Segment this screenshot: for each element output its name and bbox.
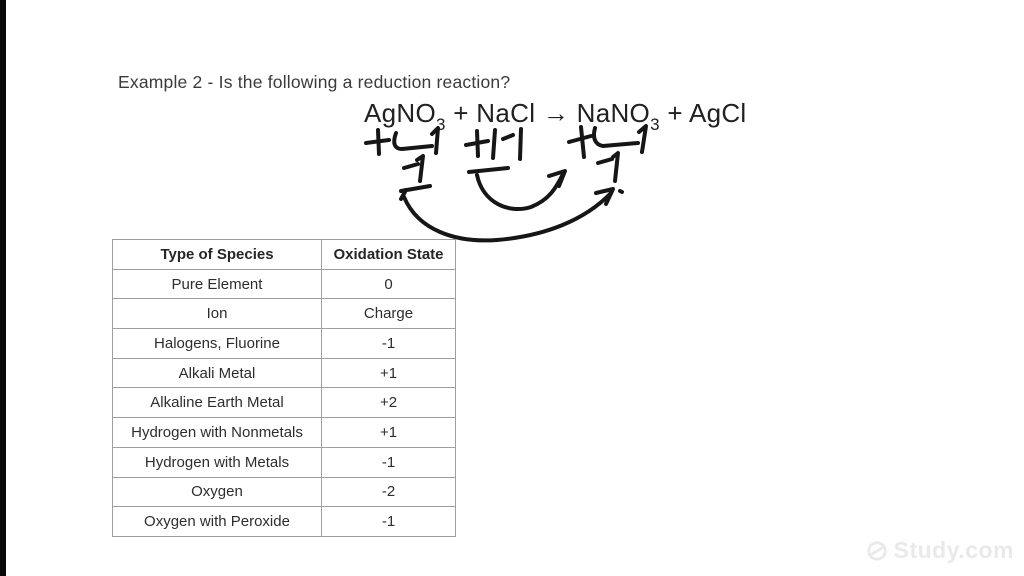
species-cell: Hydrogen with Metals — [112, 446, 322, 478]
equation-subscript-2: 3 — [650, 115, 660, 135]
header-oxidation-state: Oxidation State — [321, 239, 456, 270]
plus-one-nano3 — [567, 134, 593, 144]
state-cell: -1 — [321, 328, 456, 359]
species-cell: Oxygen with Peroxide — [112, 506, 322, 537]
watermark: Study.com — [866, 537, 1014, 564]
species-cell: Oxygen — [112, 476, 322, 508]
arrowhead-medium — [547, 169, 567, 188]
curved-arrow-large — [402, 191, 613, 243]
state-cell: +2 — [321, 387, 456, 419]
table-header-row: Type of Species Oxidation State — [112, 239, 456, 270]
species-cell: Pure Element — [112, 268, 322, 300]
bracket-agno3 — [392, 131, 434, 151]
minus-one-nacl — [501, 133, 515, 141]
state-cell: +1 — [321, 417, 456, 448]
table-row: Hydrogen with Metals -1 — [112, 446, 456, 478]
arrowhead-large — [594, 187, 615, 206]
species-cell: Alkali Metal — [112, 357, 322, 389]
watermark-text: Study.com — [893, 537, 1014, 563]
equation-product-2: + AgCl — [659, 98, 747, 128]
state-cell: -1 — [321, 446, 456, 478]
handwritten-oxidation-annotations — [364, 124, 648, 243]
table-row: Hydrogen with Nonmetals +1 — [112, 417, 456, 448]
state-cell: -2 — [321, 476, 456, 508]
table-row: Oxygen with Peroxide -1 — [112, 506, 456, 537]
oxidation-state-table: Type of Species Oxidation State Pure Ele… — [112, 239, 456, 537]
video-letterbox-bar — [0, 0, 6, 576]
studycom-logo-icon — [867, 540, 887, 561]
bracket-nano3 — [592, 126, 640, 148]
species-cell: Halogens, Fluorine — [112, 328, 322, 359]
table-row: Alkaline Earth Metal +2 — [112, 387, 456, 419]
underline-nacl — [467, 166, 510, 174]
state-cell: +1 — [321, 357, 456, 389]
table-row: Halogens, Fluorine -1 — [112, 328, 456, 359]
example-question-title: Example 2 - Is the following a reduction… — [118, 72, 511, 92]
state-cell: -1 — [321, 506, 456, 537]
species-cell: Ion — [112, 298, 322, 330]
table-row: Oxygen -2 — [112, 476, 456, 508]
header-type-of-species: Type of Species — [112, 239, 322, 270]
equation-subscript-1: 3 — [436, 115, 446, 135]
table-row: Alkali Metal +1 — [112, 357, 456, 389]
curved-arrow-medium — [475, 172, 565, 212]
minus-one-nano3 — [596, 157, 614, 165]
table-row: Pure Element 0 — [112, 268, 456, 300]
minus-one-agno3 — [402, 162, 420, 170]
table-row: Ion Charge — [112, 298, 456, 330]
equation-reactant-1: AgNO — [364, 98, 437, 128]
state-cell: 0 — [321, 268, 456, 300]
species-cell: Hydrogen with Nonmetals — [112, 417, 322, 448]
equation-middle: + NaCl → NaNO — [445, 98, 651, 128]
state-cell: Charge — [321, 298, 456, 330]
species-cell: Alkaline Earth Metal — [112, 387, 322, 419]
chemical-equation: AgNO3 + NaCl → NaNO3 + AgCl — [364, 98, 747, 135]
